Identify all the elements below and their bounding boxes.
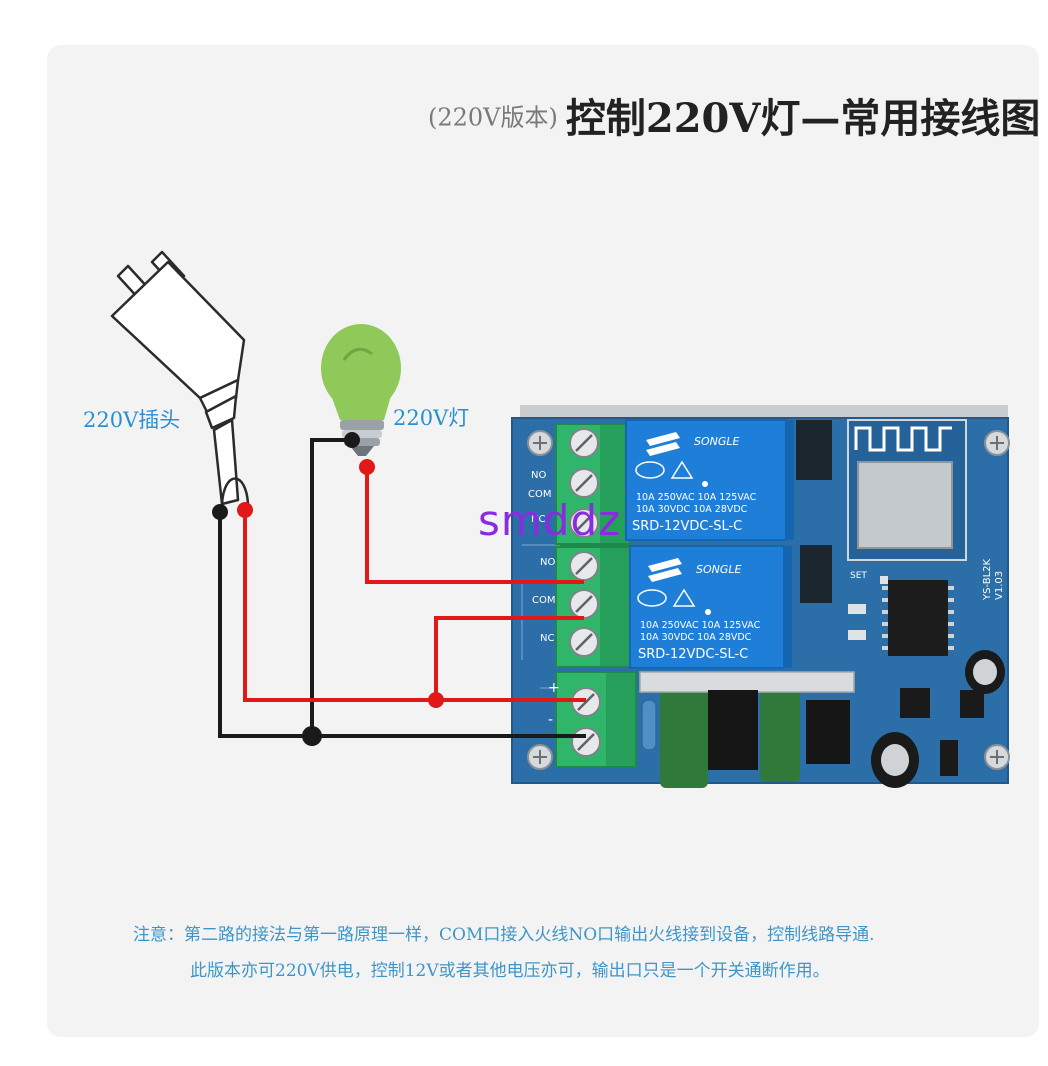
relay-2-specs1: 10A 250VAC 10A 125VAC — [640, 620, 761, 631]
wifi-antenna-icon — [854, 426, 952, 452]
watermark: smddz — [478, 496, 622, 545]
power-minus-label: - — [548, 712, 553, 728]
page-title: (220V版本)控制220V灯—常用接线图 — [428, 86, 1040, 144]
set-label: SET — [850, 571, 867, 581]
relay-2-model: SRD-12VDC-SL-C — [638, 647, 748, 662]
relay-1-specs1: 10A 250VAC 10A 125VAC — [636, 492, 757, 503]
wire-junctions — [212, 432, 444, 746]
power-plus-label: + — [548, 680, 560, 696]
neutral-wires — [218, 438, 586, 738]
relay-2-brand: SONGLE — [696, 563, 742, 576]
note-line-1: 注意：第二路的接法与第一路原理一样，COM口接入火线NO口输出火线接到设备，控制… — [133, 925, 875, 945]
relay-board-icon — [511, 405, 1010, 788]
live-wires — [243, 468, 586, 702]
terminal-label-no-2: NO — [540, 557, 555, 568]
terminal-label-com-1: COM — [528, 489, 551, 500]
plug-icon — [110, 250, 250, 506]
board-id: YS-BL2K — [982, 558, 993, 601]
bulb-icon — [321, 324, 401, 456]
relay-2-specs2: 10A 30VDC 10A 28VDC — [640, 632, 752, 643]
title-main: 控制220V灯—常用接线图 — [565, 95, 1041, 142]
lamp-label: 220V灯 — [393, 406, 470, 430]
plug-label: 220V插头 — [83, 408, 181, 432]
terminal-label-com-2: COM — [532, 595, 555, 606]
note-line-2: 此版本亦可220V供电，控制12V或者其他电压亦可，输出口只是一个开关通断作用。 — [190, 961, 830, 981]
terminal-label-nc-1: NC — [531, 514, 545, 525]
terminal-label-no-1: NO — [531, 470, 546, 481]
terminal-label-nc-2: NC — [540, 633, 554, 644]
relay-1-model: SRD-12VDC-SL-C — [632, 519, 742, 534]
title-prefix: (220V版本) — [428, 103, 558, 132]
relay-1-specs2: 10A 30VDC 10A 28VDC — [636, 504, 748, 515]
board-version: V1.03 — [994, 571, 1005, 600]
relay-1-brand: SONGLE — [694, 435, 740, 448]
